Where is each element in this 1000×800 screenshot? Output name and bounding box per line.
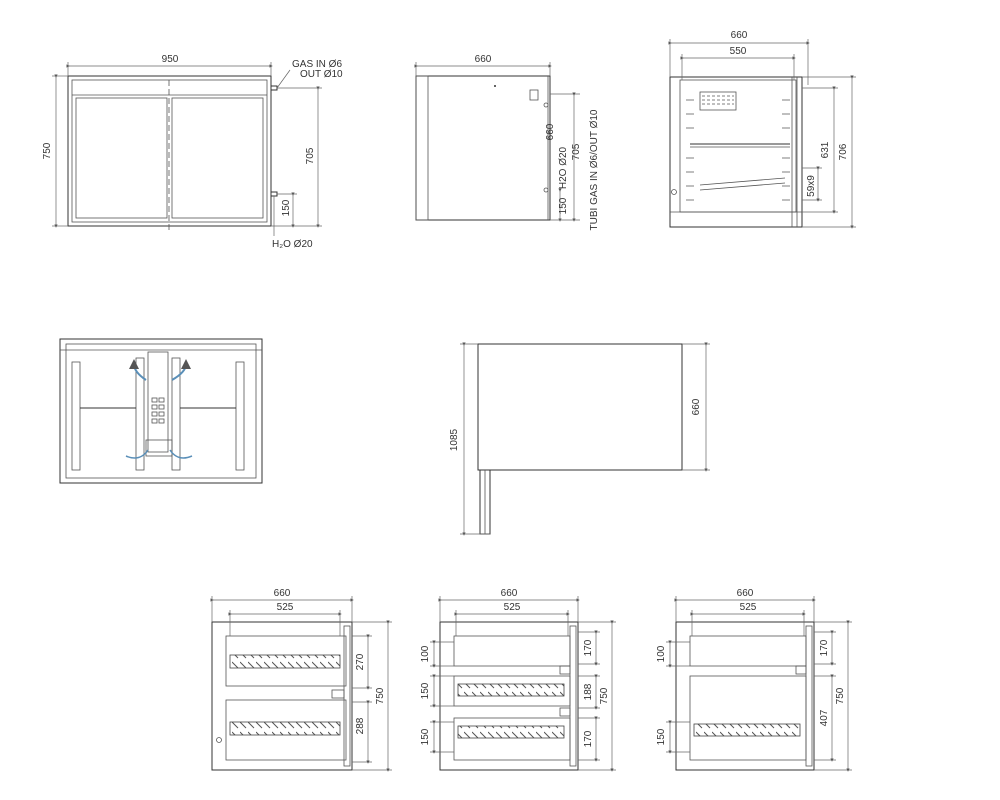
side-compressor-box [529,89,539,101]
top-outline [477,343,683,471]
airflow-left-arrow [129,359,147,381]
side-705-label: 705 [571,143,582,160]
drawer-view-3: 660 525 750 170 407 100 150 [656,588,852,772]
drawer3-750-label: 750 [835,687,846,704]
front-left-door [75,97,168,219]
side-150-label: 150 [558,197,569,214]
side-view: 660 660 H2O Ø20 705 150 TUBI GAS IN Ø6/O… [414,54,600,230]
drawer2-lower-grille [457,725,565,739]
front-view: 950 750 GAS IN Ø6 OUT Ø10 705 150 H₂O Ø2… [42,54,343,250]
side-tubi-label: TUBI GAS IN Ø6/OUT Ø10 [589,109,600,230]
airflow-right-arrow [171,359,191,381]
drawer3-525-label: 525 [740,602,757,613]
drawer3-lower-grille [693,723,801,737]
section-706-label: 706 [838,143,849,160]
drawer1-outline [211,621,353,771]
drawer2-middle-grille [457,683,565,697]
gas-connector [270,85,278,91]
interior-fan-column [147,351,169,453]
front-outline [67,75,272,227]
airflow-return-right [169,449,193,459]
drawer-view-2: 660 525 750 170 188 170 100 150 150 [420,588,616,772]
section-lock [671,189,677,195]
drawer1-upper-grille [229,654,341,669]
drawer2-660-label: 660 [501,588,518,599]
drawer2-right-dim-1: 170 [583,639,594,656]
side-door-edge [415,75,429,221]
front-inner-frame [71,79,268,223]
interior-fan-unit [145,439,173,457]
side-depth-label: 660 [475,54,492,65]
drawer1-lower-grille [229,721,341,736]
drawer1-525-label: 525 [277,602,294,613]
drawer2-left-dim-1: 100 [420,645,431,662]
water-connector [270,191,278,197]
section-631-label: 631 [820,141,831,158]
gas-label-line1: GAS IN Ø6 [292,59,342,70]
section-550-label: 550 [730,46,747,57]
section-view: 660 550 706 631 59x9 [668,30,856,229]
drawer3-right-dim-1: 170 [819,639,830,656]
drawer1-660-label: 660 [274,588,291,599]
drawer-view-1: 660 525 750 270 288 [210,588,392,772]
drawer2-750-label: 750 [599,687,610,704]
section-660-label: 660 [731,30,748,41]
drawer2-outline [439,621,579,771]
front-height-label: 750 [42,142,53,159]
side-small-label: 660 [545,123,556,140]
side-h2o-label: H2O Ø20 [558,146,569,189]
front-150-label: 150 [281,199,292,216]
drawer1-750-label: 750 [375,687,386,704]
drawer1-right-dim-2: 288 [355,717,366,734]
front-width-label: 950 [162,54,179,65]
drawer3-660-label: 660 [737,588,754,599]
front-right-door [171,97,264,219]
gas-label-line2: OUT Ø10 [300,69,343,80]
interior-outline [59,338,263,484]
side-water-outlet [543,187,549,193]
drawer3-left-dim-2: 150 [656,728,667,745]
section-59-label: 59x9 [806,175,817,197]
top-view: 1085 660 [449,342,710,536]
drawer3-left-dim-1: 100 [656,645,667,662]
front-705-label: 705 [305,147,316,164]
drawer2-525-label: 525 [504,602,521,613]
top-interior-view [59,338,263,484]
airflow-return-left [125,449,149,459]
section-evaporator [699,91,737,111]
top-660-label: 660 [691,398,702,415]
drawer3-right-dim-2: 407 [819,709,830,726]
drawer2-right-dim-2: 188 [583,683,594,700]
front-h2o-label: H₂O Ø20 [272,239,313,250]
drawer3-outline [675,621,815,771]
drawer2-left-dim-2: 150 [420,682,431,699]
top-1085-label: 1085 [449,428,460,451]
drawer2-left-dim-3: 150 [420,728,431,745]
drawer2-right-dim-3: 170 [583,730,594,747]
drawer1-right-dim-1: 270 [355,653,366,670]
section-outline [669,76,803,228]
